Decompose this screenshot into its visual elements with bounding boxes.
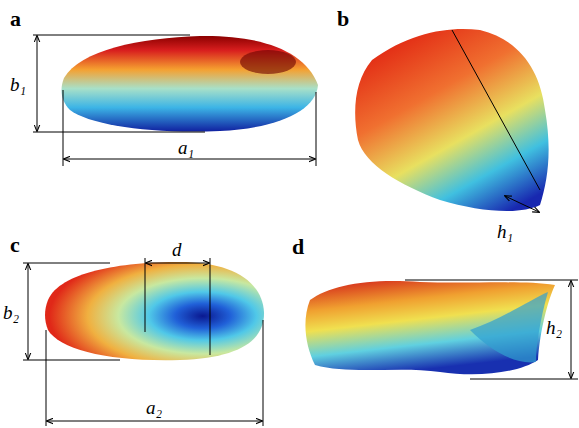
panel-letter: b bbox=[337, 8, 349, 30]
dimension-label: a₁ bbox=[178, 138, 194, 157]
dimension-label: a₂ bbox=[146, 398, 162, 417]
dimension-label: h₁ bbox=[497, 222, 513, 241]
dimension-lines-c bbox=[23, 258, 263, 426]
hollow bbox=[470, 292, 548, 362]
dimension-label: h₂ bbox=[546, 318, 562, 337]
shape-b bbox=[355, 29, 548, 211]
dimension-lines-a bbox=[33, 35, 316, 166]
dimension-lines-d bbox=[405, 280, 578, 379]
shape-a bbox=[62, 36, 318, 132]
panel-letter: c bbox=[10, 234, 20, 256]
hot-spot bbox=[240, 50, 296, 74]
dimension-label: d bbox=[172, 240, 182, 259]
panel-letter: d bbox=[292, 236, 304, 258]
panel-letter: a bbox=[10, 8, 21, 30]
shape-c bbox=[45, 262, 264, 360]
shape-d bbox=[305, 281, 555, 374]
dimension-label: b₂ bbox=[3, 303, 19, 322]
dimension-label: b₁ bbox=[10, 75, 26, 94]
dimension-lines-b bbox=[452, 30, 540, 212]
